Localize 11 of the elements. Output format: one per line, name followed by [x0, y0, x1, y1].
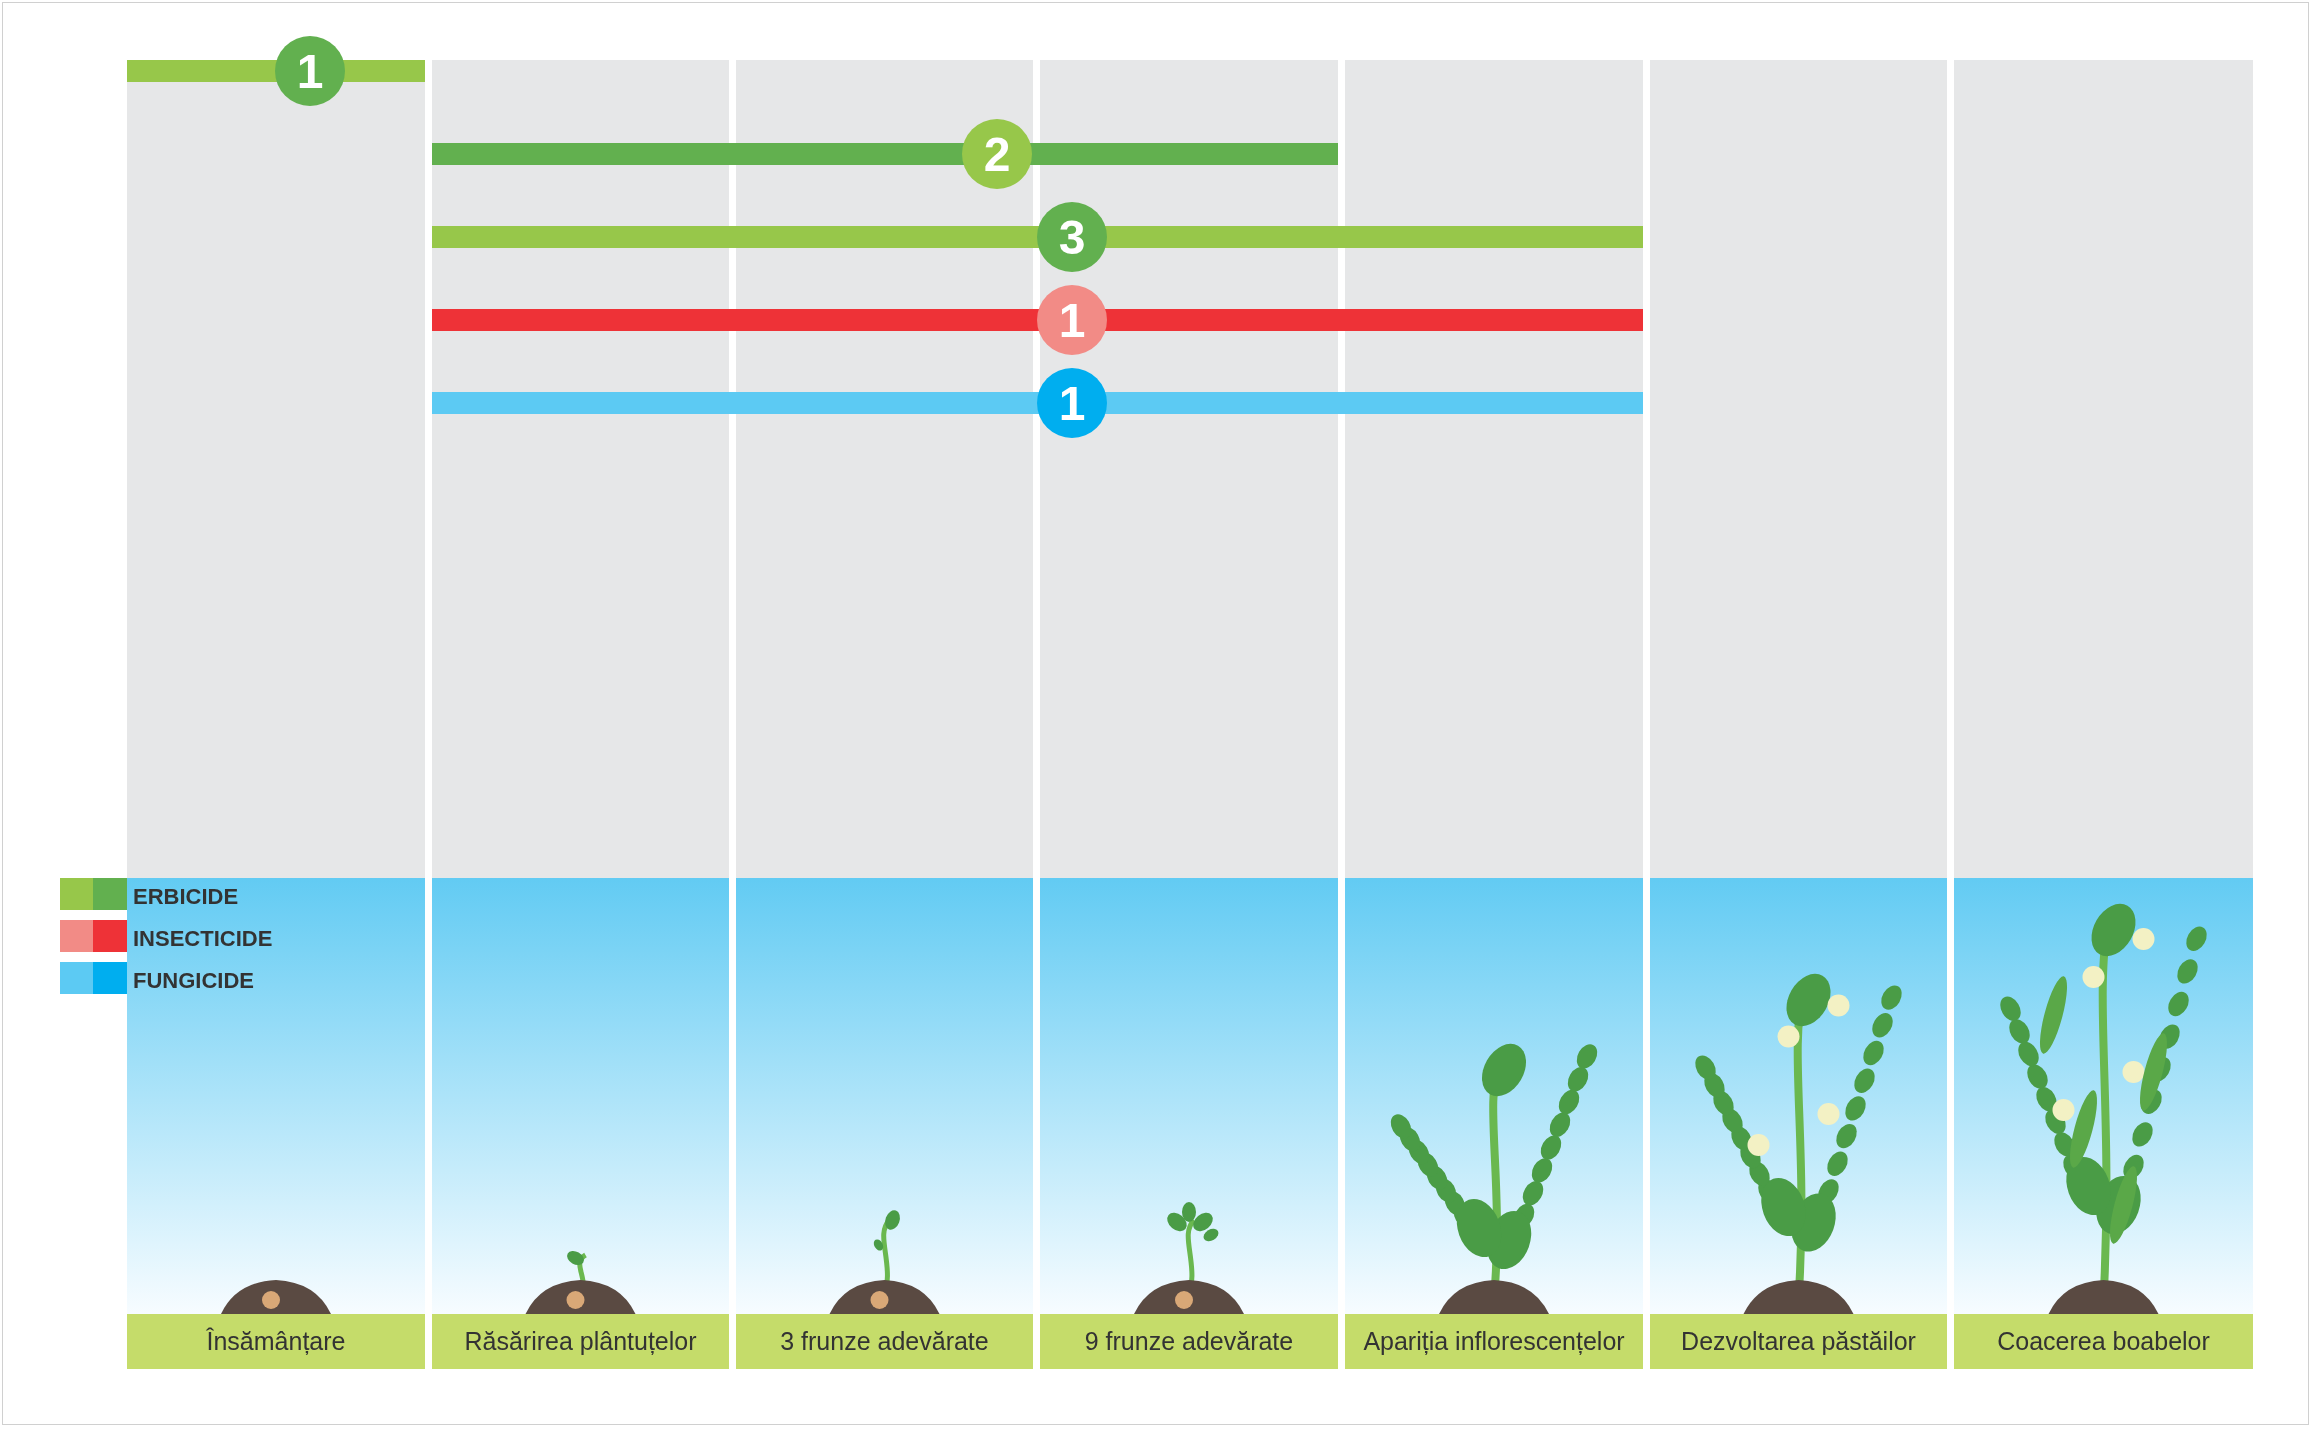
number-badge: 1 — [275, 36, 345, 106]
stage-label-box: 3 frunze adevărate — [736, 1314, 1033, 1369]
stage-label-box: Răsărirea plântuțelor — [432, 1314, 729, 1369]
stage-label-box: Apariția inflorescențelor — [1345, 1314, 1643, 1369]
stage-label-box: Coacerea boabelor — [1954, 1314, 2253, 1369]
stage-label-box: Însămânțare — [127, 1314, 425, 1369]
stage-label-box: Dezvoltarea păstăilor — [1650, 1314, 1947, 1369]
legend-label: FUNGICIDE — [133, 968, 254, 994]
stage-label-box: 9 frunze adevărate — [1040, 1314, 1338, 1369]
legend-label: INSECTICIDE — [133, 926, 273, 952]
legend-label: ERBICIDE — [133, 884, 239, 910]
